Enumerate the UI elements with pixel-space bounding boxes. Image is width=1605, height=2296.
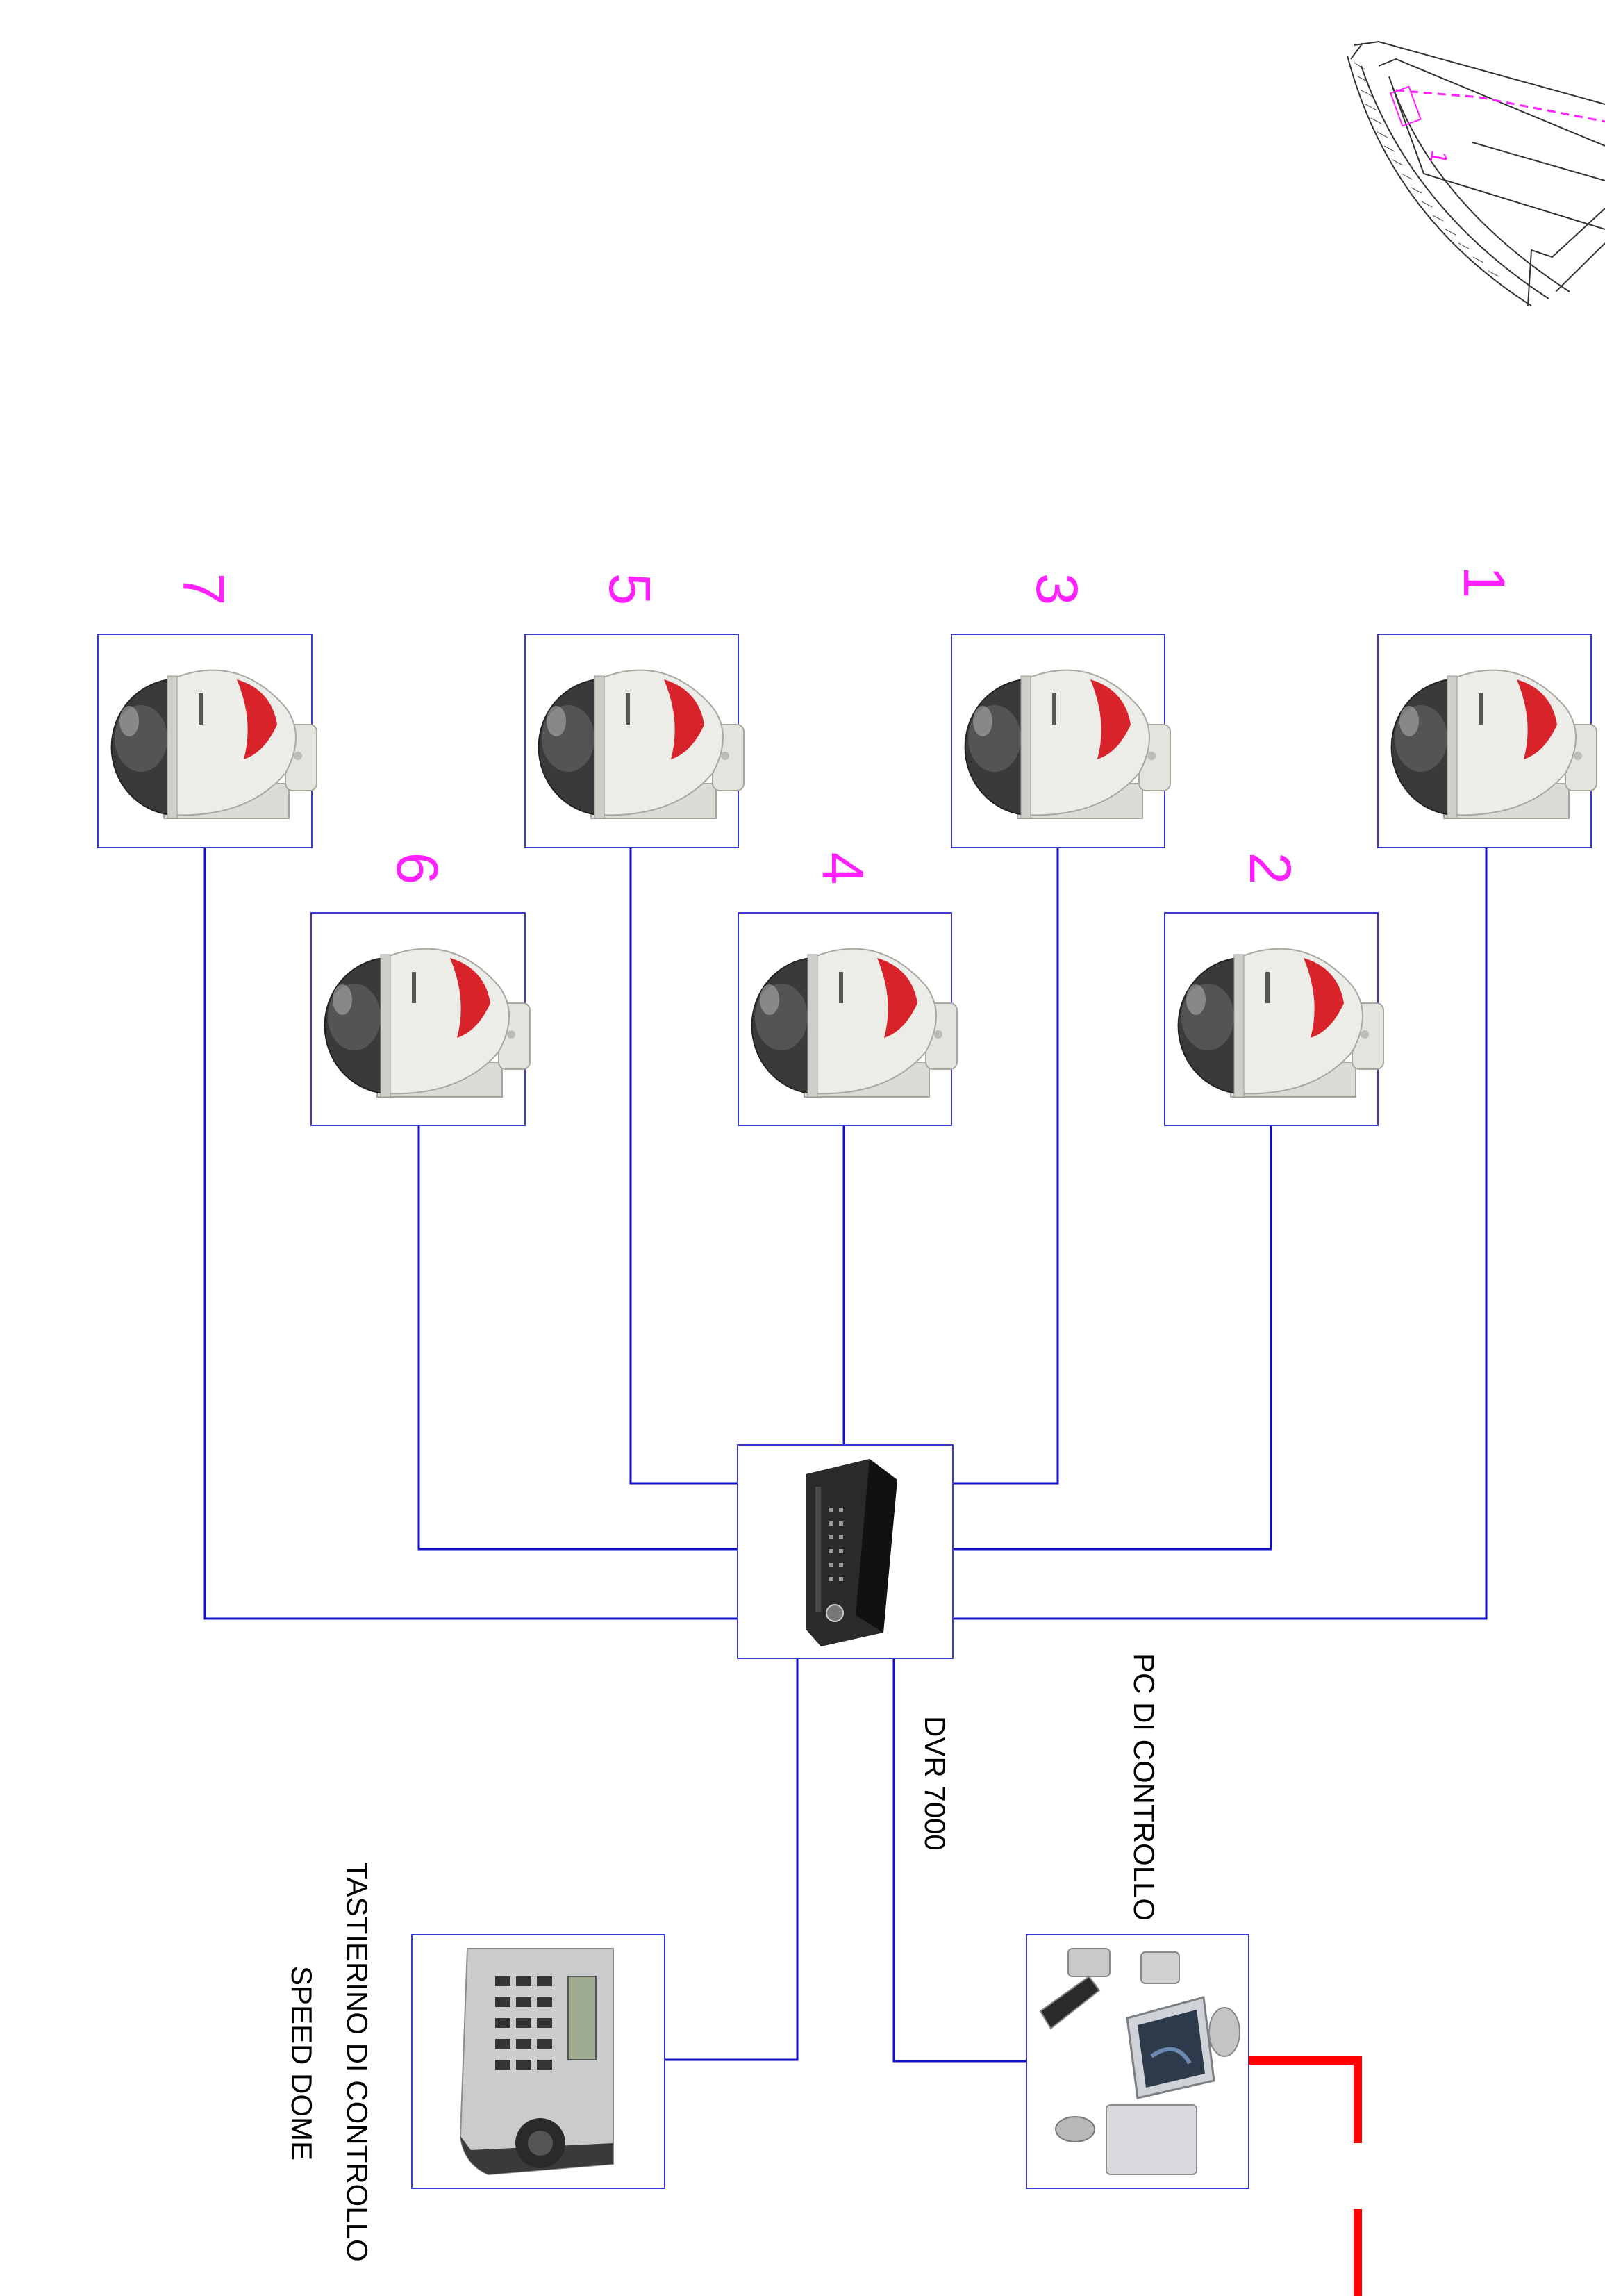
wire-dvr-to-keyboard <box>665 1658 799 2061</box>
wire-dvr-to-pc <box>892 1658 1026 2063</box>
pc-label: PC DI CONTROLLO <box>1128 1653 1161 1921</box>
camera-3 <box>951 634 1171 848</box>
wire-camera-7 <box>203 848 738 1620</box>
keyboard-label-line2: SPEED DOME <box>285 1966 318 2161</box>
minimap-camera-marker <box>1390 85 1422 127</box>
site-minimap: 1 <box>1347 40 1605 306</box>
minimap-dashed-route <box>1395 89 1605 123</box>
camera-number-3: 3 <box>1024 573 1090 606</box>
camera-number-6: 6 <box>385 852 450 885</box>
uplink-segment-top <box>1249 2056 1362 2143</box>
camera-7 <box>97 634 317 848</box>
pc-icon <box>1039 1948 1240 2175</box>
camera-4 <box>738 912 958 1126</box>
camera-6 <box>310 912 531 1126</box>
joystick-keyboard-icon <box>459 1948 614 2176</box>
camera-number-7: 7 <box>171 573 236 606</box>
dvr-unit <box>737 1444 954 1659</box>
wire-camera-3 <box>953 848 1059 1485</box>
camera-numbers: 1 2 3 4 5 6 7 <box>171 566 1517 885</box>
minimap-camera-label: 1 <box>1424 149 1453 166</box>
dvr-icon <box>806 1459 897 1646</box>
wire-camera-1 <box>953 848 1488 1620</box>
camera-number-2: 2 <box>1238 852 1303 885</box>
cameras <box>97 634 1597 1126</box>
camera-2 <box>1164 912 1384 1126</box>
camera-1 <box>1377 634 1597 848</box>
dvr-label: DVR 7000 <box>919 1716 951 1851</box>
camera-number-5: 5 <box>597 573 663 606</box>
wire-camera-2 <box>953 1125 1272 1551</box>
wiring <box>203 848 1488 2063</box>
control-keyboard <box>411 1934 665 2189</box>
wire-camera-5 <box>629 848 738 1485</box>
camera-number-1: 1 <box>1452 566 1517 599</box>
camera-number-4: 4 <box>810 852 876 885</box>
camera-5 <box>524 634 745 848</box>
wire-camera-6 <box>417 1125 738 1551</box>
control-pc <box>1026 1934 1249 2189</box>
network-uplink <box>1249 2056 1362 2296</box>
keyboard-label-line1: TASTIERINO DI CONTROLLO <box>341 1862 374 2262</box>
device-labels: DVR 7000 PC DI CONTROLLO TASTIERINO DI C… <box>285 1653 1161 2262</box>
